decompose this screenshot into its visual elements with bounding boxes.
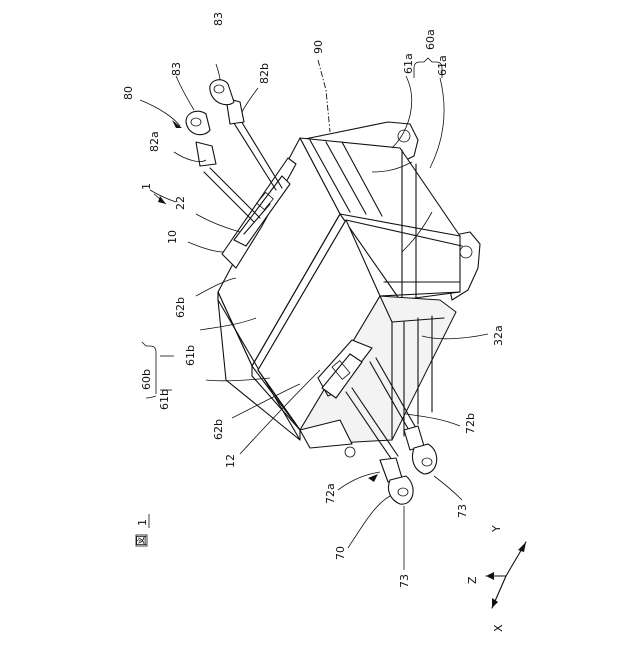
coordinate-axes: Y Z X	[466, 525, 526, 632]
label-cable-assembly-back: 80	[122, 86, 135, 100]
axis-y-label: Y	[490, 525, 503, 533]
label-cable-72a: 72a	[324, 483, 337, 504]
label-core-a: 60a	[424, 29, 437, 50]
label-terminal-32a: 32a	[492, 325, 505, 346]
label-ring-83-right: 83	[212, 12, 225, 26]
label-core-b-part-back: 61b	[158, 389, 171, 410]
label-cable-72b: 72b	[464, 413, 477, 434]
label-cable-assembly-front: 70	[334, 546, 347, 560]
label-case: 90	[312, 40, 325, 54]
figure-caption: 図 1	[135, 514, 149, 546]
label-ring-83-left: 83	[170, 62, 183, 76]
label-cable-82b: 82b	[258, 63, 271, 84]
label-core-a-part-lower: 61a	[436, 55, 449, 76]
label-cable-82a: 82a	[148, 131, 161, 152]
label-core-b-part-front: 61b	[184, 345, 197, 366]
figure-label: 図	[135, 535, 148, 546]
label-ring-73-right: 73	[456, 504, 469, 518]
label-rear-busbar: 12	[224, 454, 237, 468]
label-core-a-part-upper: 61a	[402, 53, 415, 74]
label-device: 1	[140, 183, 153, 190]
label-ring-73-left: 73	[398, 574, 411, 588]
label-busbar-terminal-top: 22	[174, 196, 187, 210]
label-gap-lower: 62b	[212, 419, 225, 440]
label-gap-upper: 62b	[174, 297, 187, 318]
axis-x-label: X	[492, 624, 505, 632]
figure-number: 1	[136, 519, 149, 526]
axis-z-label: Z	[466, 576, 479, 584]
label-core-b: 60b	[140, 369, 153, 390]
label-front-busbar: 10	[166, 230, 179, 244]
